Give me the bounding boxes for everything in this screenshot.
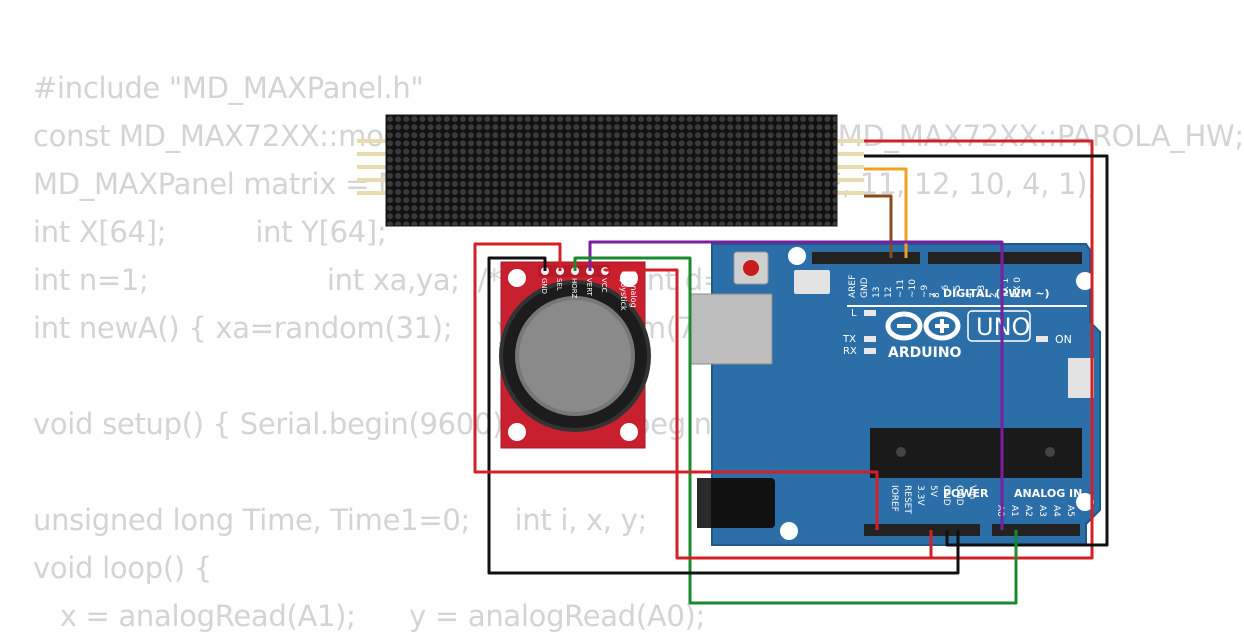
pin-label: A1 xyxy=(1009,505,1019,517)
wire-green-joystick-horz xyxy=(573,256,1018,605)
joystick-title-line2: Joystick xyxy=(619,279,628,311)
arduino-brand-label: ARDUINO xyxy=(888,345,962,361)
pin-label: IOREF xyxy=(889,485,899,512)
pin-label: ~3 xyxy=(977,285,987,298)
led-matrix-panel xyxy=(385,114,838,227)
pin-label: A4 xyxy=(1051,505,1061,517)
circuit-diagram: ARDUINO UNO ON DIGITAL (PWM ~) L TX RX P… xyxy=(357,114,1109,605)
led-l-label: L xyxy=(851,308,857,319)
pin-label: VERT xyxy=(585,278,593,297)
pin-label: A0 xyxy=(995,505,1005,517)
code-line: x = analogRead(A1); y = analogRead(A0); xyxy=(33,599,706,633)
matrix-right-pins xyxy=(836,139,864,195)
power-header-label: POWER xyxy=(943,487,989,500)
pin-label: ~5 xyxy=(953,285,963,298)
wire-red-joystick-sel xyxy=(473,242,879,530)
pin-label: 13 xyxy=(872,287,882,298)
pin-label: ~11 xyxy=(896,279,906,298)
wire-brown-clk xyxy=(864,194,893,258)
arduino-on-label: ON xyxy=(1055,333,1072,346)
pin-label: 4 xyxy=(965,292,975,298)
led-rx-label: RX xyxy=(843,346,857,357)
joystick-module xyxy=(499,261,651,449)
led-tx-label: TX xyxy=(842,334,856,345)
code-line: void loop() { xyxy=(33,551,212,585)
pin-label: 2 xyxy=(989,292,999,298)
pin-label: A2 xyxy=(1023,505,1033,517)
wire-black-joystick-gnd xyxy=(487,256,960,575)
pin-label: 7 xyxy=(929,292,939,298)
pin-label: A3 xyxy=(1037,505,1047,517)
pin-label: A5 xyxy=(1065,505,1075,517)
code-line: unsigned long Time, Time1=0; int i, x, y… xyxy=(33,503,647,537)
joystick-pin-labels: GND SEL HORZ VERT VCC xyxy=(540,278,608,299)
pin-label: VCC xyxy=(600,278,608,293)
analog-header-label: ANALOG IN xyxy=(1014,487,1082,500)
pin-label: GND xyxy=(860,277,870,298)
pin-label: ~10 xyxy=(908,279,918,298)
wire-orange-din xyxy=(864,167,908,258)
pin-label: 12 xyxy=(884,287,894,298)
pin-label: Vin xyxy=(967,485,977,499)
pin-label: RX 0 xyxy=(1013,277,1023,298)
pin-label: ~9 xyxy=(920,284,930,298)
pin-label: HORZ xyxy=(570,278,578,299)
wire-red-matrix-vcc xyxy=(864,139,1094,560)
pin-label: TX 1 xyxy=(1001,278,1011,299)
pin-label: ~6 xyxy=(941,284,951,298)
wire-red-joystick-vcc xyxy=(603,268,931,560)
pin-label: 5V xyxy=(928,485,938,498)
digital-header-label: DIGITAL (PWM ~) xyxy=(943,287,1050,300)
pin-label: 8 xyxy=(932,292,942,298)
analog-pin-labels: A0 A1 A2 A3 A4 A5 xyxy=(995,505,1075,517)
pin-label: AREF xyxy=(848,275,858,298)
pin-label: 3.3V xyxy=(915,485,925,506)
code-line: int X[64]; int Y[64]; xyxy=(33,215,387,249)
pin-label: GND xyxy=(954,485,964,506)
pin-label: GND xyxy=(540,278,548,294)
code-line: #include "MD_MAXPanel.h" xyxy=(33,71,424,105)
matrix-left-pins xyxy=(357,139,387,195)
pin-label: SEL xyxy=(555,278,563,291)
arduino-infinity-logo xyxy=(885,311,961,341)
pin-label: GND xyxy=(941,485,951,506)
wire-black-matrix-gnd xyxy=(864,154,1109,547)
pin-label: RESET xyxy=(902,485,912,514)
joystick-title-line1: Analog xyxy=(629,280,638,308)
